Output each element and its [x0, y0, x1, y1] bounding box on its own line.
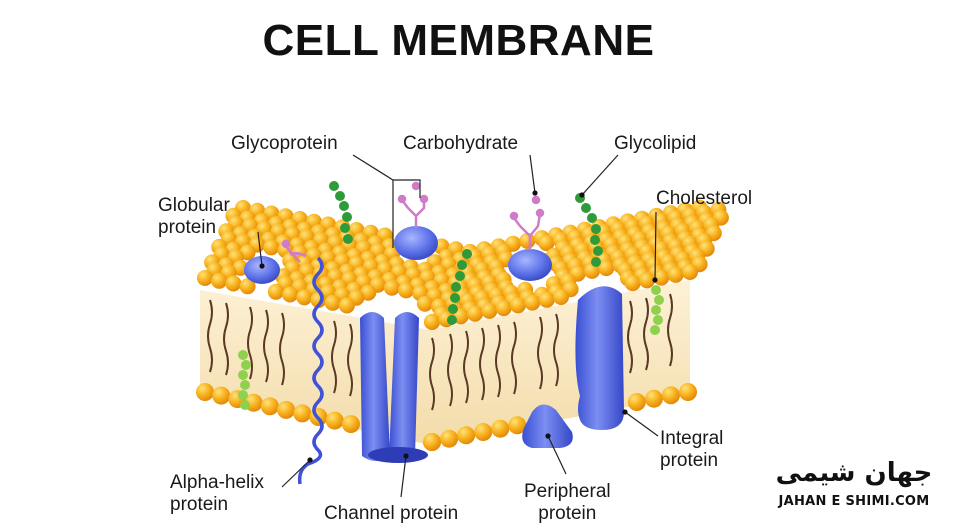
- phospholipid-head: [212, 386, 231, 405]
- surface-protein: [508, 249, 552, 281]
- phospholipid-head: [325, 411, 344, 430]
- phospholipid-head: [440, 429, 459, 448]
- label-alpha-helix-line1: Alpha-helix: [170, 472, 264, 493]
- phospholipid-head: [639, 272, 655, 289]
- label-globular-protein-line2: protein: [158, 217, 217, 238]
- watermark-text-fa: جهان شیمی: [775, 458, 933, 488]
- phospholipid-head: [282, 286, 299, 303]
- phospholipid-head: [491, 419, 510, 438]
- phospholipid-head: [467, 305, 483, 322]
- phospholipid-head: [679, 383, 697, 401]
- label-integral-line1: Integral: [660, 428, 724, 449]
- phospholipid-head: [338, 297, 355, 314]
- phospholipid-head: [598, 260, 615, 277]
- page-title: CELL MEMBRANE: [262, 16, 655, 65]
- phospholipid-head: [682, 264, 698, 280]
- label-cholesterol: Cholesterol: [656, 188, 753, 209]
- alpha-helix-protein: [297, 256, 324, 485]
- phospholipid-head: [267, 283, 284, 300]
- phospholipid-head: [519, 232, 536, 249]
- carbohydrate-chains: [281, 181, 545, 263]
- cholesterol-right: [650, 285, 664, 335]
- phospholipid-head: [196, 383, 214, 401]
- glycoprotein-body: [394, 226, 438, 260]
- phospholipid-head: [624, 275, 641, 292]
- phospholipid-head: [667, 266, 684, 283]
- label-glycoprotein: Glycoprotein: [231, 133, 338, 154]
- phospholipid-head: [239, 278, 256, 295]
- phospholipid-head: [508, 416, 527, 435]
- phospholipid-head: [524, 294, 541, 311]
- phospholipid-head: [661, 386, 680, 405]
- glycolipid-chains: [329, 181, 603, 325]
- label-integral-protein: Integral protein: [660, 428, 723, 472]
- phospholipid-head: [398, 282, 415, 299]
- label-alpha-helix-protein: Alpha-helix protein: [170, 472, 264, 516]
- phospholipid-head: [457, 426, 476, 445]
- phospholipid-head: [627, 393, 646, 411]
- channel-protein: [360, 312, 428, 463]
- label-carbohydrate: Carbohydrate: [403, 133, 519, 154]
- phospholipid-head: [211, 272, 228, 289]
- phospholipid-head: [383, 279, 400, 296]
- lipid-tails-right: [447, 293, 673, 407]
- label-glycolipid: Glycolipid: [614, 133, 697, 154]
- integral-protein: [575, 286, 624, 430]
- phospholipid-head: [225, 275, 242, 292]
- watermark-logo: جهان شیمی JAHAN E SHIMI.COM: [774, 458, 934, 514]
- watermark-text-en: JAHAN E SHIMI.COM: [778, 494, 930, 509]
- phospholipid-head: [481, 302, 498, 319]
- phospholipid-head: [293, 404, 312, 423]
- membrane-core: [200, 280, 690, 445]
- phospholipid-head: [296, 289, 313, 306]
- phospholipid-head: [644, 389, 663, 408]
- phospholipid-head: [474, 423, 493, 441]
- phospholipid-head: [553, 289, 569, 305]
- label-globular-protein: Globular protein: [158, 195, 230, 239]
- label-peripheral-line1: Peripheral: [524, 481, 611, 502]
- lipid-tails-left: [207, 299, 435, 411]
- phospholipid-head: [197, 270, 213, 286]
- leader-lines: [257, 154, 659, 498]
- phospholipid-head: [538, 235, 555, 252]
- label-channel-protein: Channel protein: [324, 503, 459, 524]
- label-integral-line2: protein: [660, 450, 719, 471]
- phospholipid-head: [424, 314, 440, 330]
- label-globular-protein-line1: Globular: [158, 195, 230, 216]
- phospholipid-head: [277, 400, 296, 419]
- peripheral-protein: [522, 404, 573, 448]
- phospholipid-heads-bottom: [196, 383, 697, 451]
- phospholipid-head: [423, 433, 441, 451]
- label-peripheral-line2: protein: [538, 503, 597, 524]
- phospholipid-head: [324, 294, 341, 311]
- phospholipid-head: [538, 291, 555, 308]
- label-alpha-helix-line2: protein: [170, 494, 229, 515]
- phospholipid-head: [263, 239, 280, 256]
- phospholipid-head: [260, 397, 279, 416]
- cholesterol-left: [238, 350, 251, 410]
- phospholipid-head: [510, 297, 526, 314]
- phospholipid-head: [341, 415, 360, 434]
- phospholipid-head: [495, 300, 512, 317]
- label-peripheral-protein: Peripheral protein: [524, 481, 611, 525]
- globular-protein: [244, 256, 280, 284]
- leader-dots: [259, 190, 658, 463]
- phospholipid-head: [653, 269, 670, 286]
- phospholipid-head: [416, 295, 433, 312]
